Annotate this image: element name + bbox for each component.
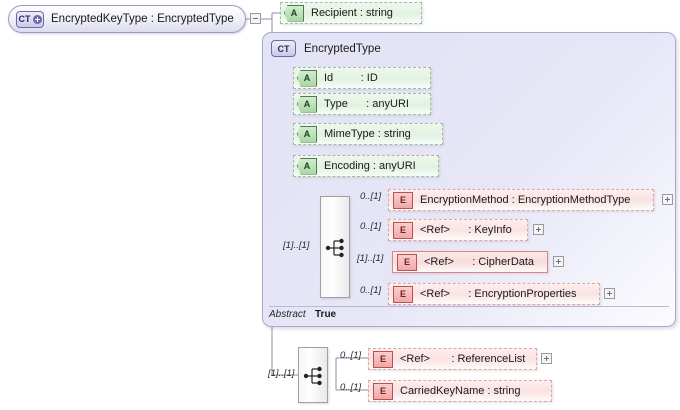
element-node-carriedkeyname[interactable]: E CarriedKeyName : string — [368, 380, 552, 402]
expand-toggle-referencelist[interactable] — [541, 353, 552, 364]
attribute-badge-icon: A — [297, 157, 317, 175]
expand-toggle-cipherdata[interactable] — [553, 256, 564, 267]
plus-dot-icon — [32, 14, 42, 24]
element-badge-icon: E — [393, 221, 413, 239]
root-collapse-toggle[interactable] — [250, 13, 261, 24]
expand-toggle-encryptionmethod[interactable] — [662, 194, 673, 205]
attribute-node-encoding[interactable]: A Encoding : anyURI — [293, 155, 439, 177]
complextype-name: EncryptedType — [304, 42, 381, 55]
cardinality-encryptionmethod: 0..[1] — [360, 191, 382, 202]
element-label: EncryptionMethod : EncryptionMethodType — [420, 194, 631, 206]
attribute-node-recipient[interactable]: A Recipient : string — [280, 2, 422, 24]
cardinality-carriedkeyname: 0..[1] — [340, 382, 362, 393]
complextype-header: CT EncryptedType — [271, 40, 381, 57]
cardinality-referencelist: 0..[1] — [340, 350, 362, 361]
element-label: <Ref> : ReferenceList — [400, 353, 526, 365]
attribute-node-type[interactable]: A Type : anyURI — [293, 93, 431, 115]
sequence-compositor-bottom[interactable] — [298, 347, 328, 403]
cardinality-sequence-inner: [1]..[1] — [283, 240, 310, 251]
abstract-label: Abstract — [269, 309, 306, 320]
complextype-expand-icon: CT — [16, 10, 44, 28]
attribute-badge-icon: A — [297, 125, 317, 143]
root-label: EncryptedKeyType : EncryptedType — [51, 13, 234, 25]
abstract-value: True — [315, 309, 337, 320]
cardinality-sequence-bottom: [1]..[1] — [268, 368, 295, 379]
expand-toggle-keyinfo[interactable] — [533, 224, 544, 235]
attribute-label: Recipient : string — [311, 7, 393, 19]
attribute-badge-icon: A — [297, 95, 317, 113]
attribute-node-id[interactable]: A Id : ID — [293, 67, 431, 89]
attribute-label: Type : anyURI — [324, 98, 409, 110]
expand-toggle-encryptionproperties[interactable] — [604, 288, 615, 299]
element-badge-icon: E — [393, 191, 413, 209]
element-label: <Ref> : EncryptionProperties — [420, 288, 577, 300]
attribute-badge-icon: A — [284, 4, 304, 22]
sequence-compositor-icon — [303, 366, 322, 386]
cardinality-cipherdata: [1]..[1] — [357, 253, 384, 264]
cardinality-encryptionproperties: 0..[1] — [360, 285, 382, 296]
complextype-badge-icon: CT — [271, 40, 296, 57]
element-node-encryptionmethod[interactable]: E EncryptionMethod : EncryptionMethodTyp… — [388, 189, 654, 211]
element-label: <Ref> : CipherData — [424, 256, 535, 268]
root-complextype-node[interactable]: CT EncryptedKeyType : EncryptedType — [8, 5, 246, 33]
element-badge-icon: E — [397, 253, 417, 271]
element-badge-icon: E — [373, 382, 393, 400]
attribute-node-mimetype[interactable]: A MimeType : string — [293, 123, 443, 145]
attribute-label: Id : ID — [324, 72, 378, 84]
element-node-encryptionproperties[interactable]: E <Ref> : EncryptionProperties — [388, 283, 600, 305]
ct-badge-text: CT — [18, 14, 31, 24]
element-node-cipherdata[interactable]: E <Ref> : CipherData — [392, 251, 548, 273]
sequence-compositor-inner[interactable] — [320, 196, 350, 298]
element-label: <Ref> : KeyInfo — [420, 224, 512, 236]
sequence-compositor-icon — [325, 238, 344, 258]
abstract-row: Abstract True — [269, 306, 669, 320]
element-node-referencelist[interactable]: E <Ref> : ReferenceList — [368, 348, 537, 370]
attribute-label: Encoding : anyURI — [324, 160, 416, 172]
element-badge-icon: E — [373, 350, 393, 368]
element-node-keyinfo[interactable]: E <Ref> : KeyInfo — [388, 219, 528, 241]
attribute-badge-icon: A — [297, 69, 317, 87]
element-badge-icon: E — [393, 285, 413, 303]
attribute-label: MimeType : string — [324, 128, 411, 140]
element-label: CarriedKeyName : string — [400, 385, 521, 397]
cardinality-keyinfo: 0..[1] — [360, 221, 382, 232]
